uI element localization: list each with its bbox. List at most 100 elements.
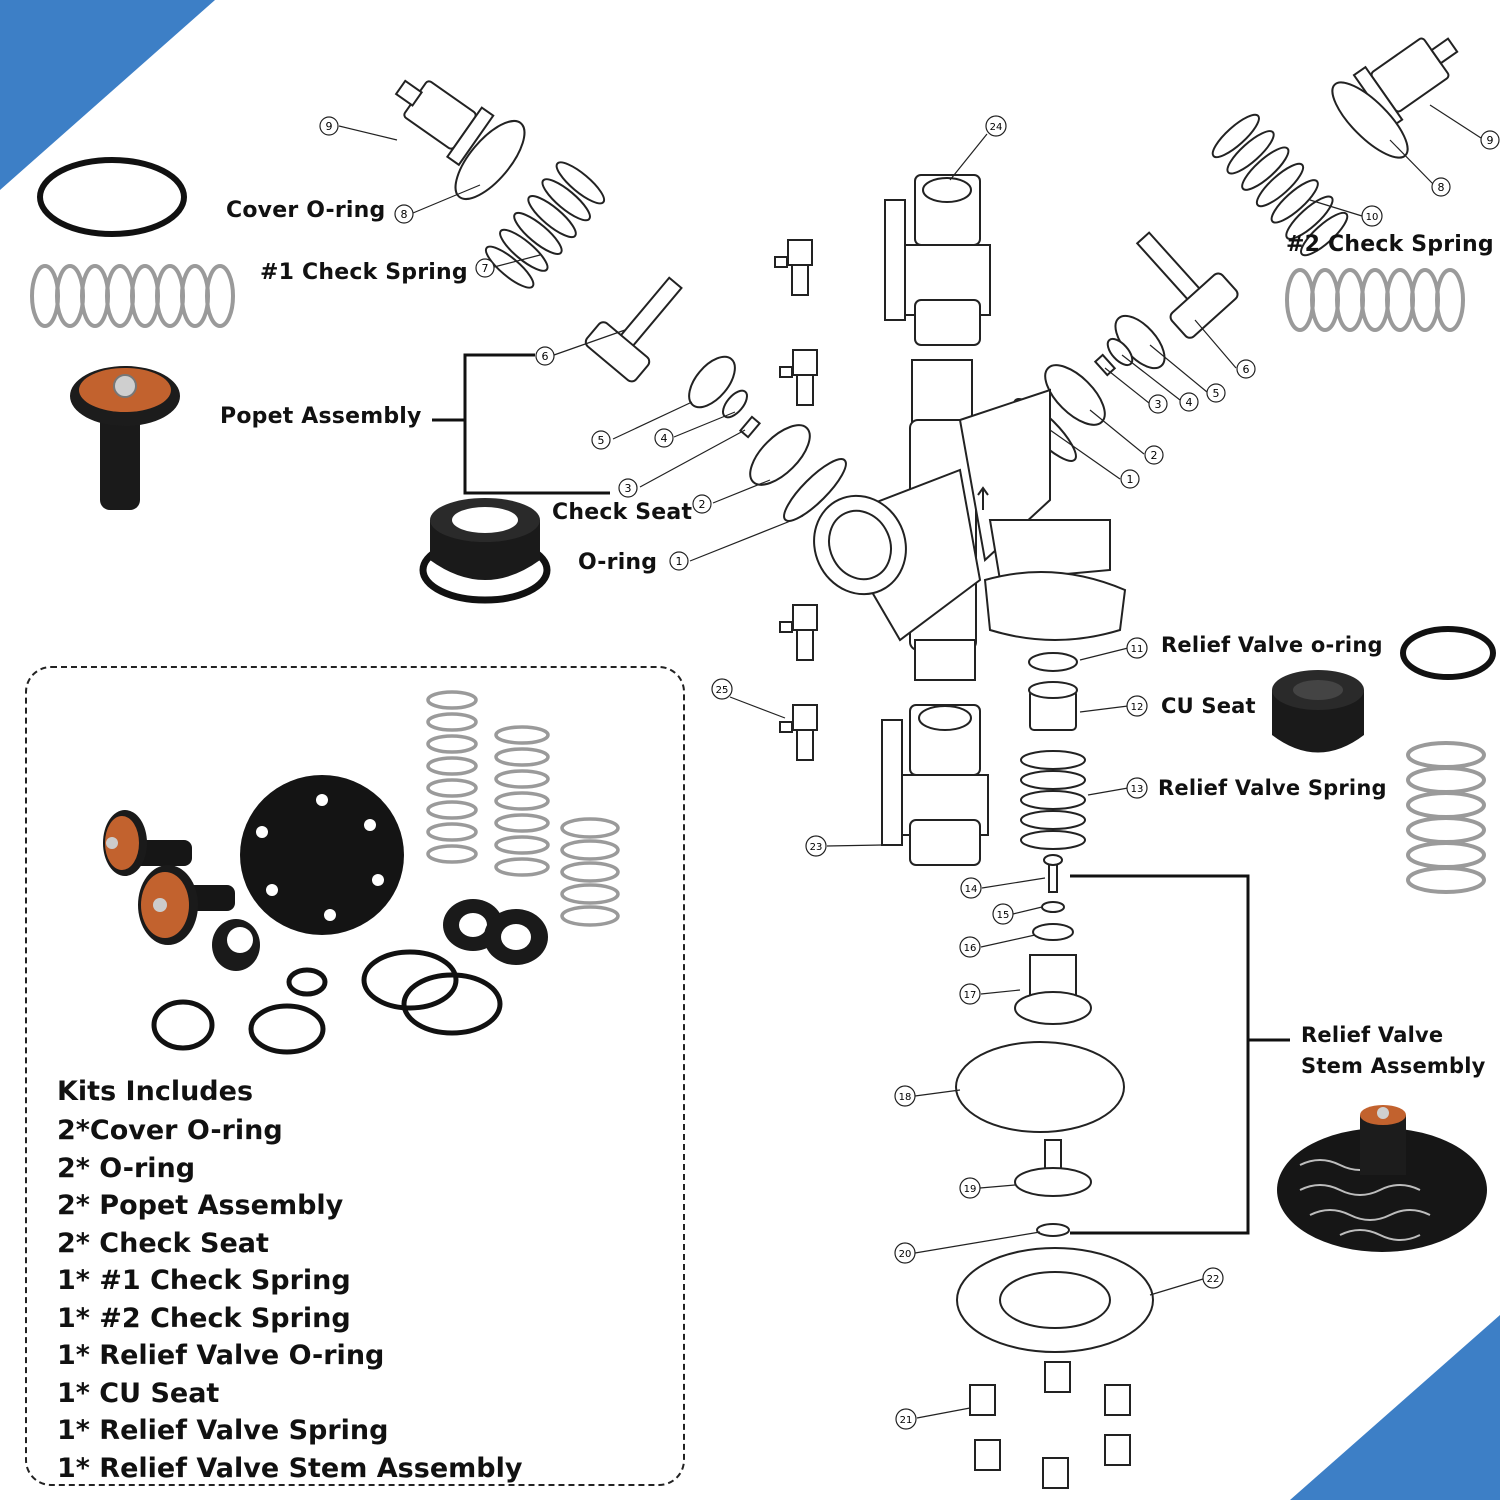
check-spring-1-label: #1 Check Spring (260, 260, 468, 285)
test-cocks (774, 239, 818, 761)
svg-text:17: 17 (964, 990, 977, 1001)
corner-accent-bottom-right (1290, 1315, 1500, 1500)
check-spring-2-label: #2 Check Spring (1286, 232, 1494, 257)
svg-text:24: 24 (990, 122, 1003, 133)
callout-4-right: 4 (1179, 392, 1199, 412)
callout-11: 11 (1126, 637, 1148, 659)
kit-contents-box (25, 666, 685, 1486)
svg-text:5: 5 (1213, 387, 1220, 400)
left-check-assembly (394, 79, 847, 522)
callout-6-left: 6 (535, 346, 555, 366)
popet-assembly-photo (70, 366, 180, 510)
cover-oring-photo (37, 157, 187, 237)
callout-13: 13 (1126, 777, 1148, 799)
callout-17: 17 (959, 983, 981, 1005)
svg-text:2: 2 (1151, 449, 1158, 462)
valve-body (813, 359, 1127, 681)
callout-7: 7 (475, 258, 495, 278)
callout-25: 25 (711, 678, 733, 700)
svg-text:4: 4 (1186, 396, 1193, 409)
svg-text:12: 12 (1131, 702, 1144, 713)
callout-22: 22 (1202, 1267, 1224, 1289)
callout-5-left: 5 (591, 430, 611, 450)
callout-8-right: 8 (1431, 177, 1451, 197)
callout-8-left: 8 (394, 204, 414, 224)
callout-15: 15 (992, 903, 1014, 925)
callout-21: 21 (895, 1408, 917, 1430)
callout-3-left: 3 (618, 478, 638, 498)
oring-label: O-ring (578, 550, 658, 575)
callout-5-right: 5 (1206, 383, 1226, 403)
svg-text:1: 1 (676, 555, 683, 568)
kit-item: 2* O-ring (57, 1152, 196, 1184)
kit-item: 1* Relief Valve O-ring (57, 1340, 385, 1371)
ball-valve-23 (881, 704, 989, 866)
check-spring-2-photo (1285, 268, 1465, 332)
svg-text:18: 18 (899, 1092, 912, 1103)
callout-9-right: 9 (1480, 130, 1500, 150)
svg-text:15: 15 (997, 910, 1010, 921)
svg-text:5: 5 (598, 434, 605, 447)
svg-text:7: 7 (482, 262, 489, 275)
svg-text:23: 23 (810, 842, 823, 853)
kit-item: 2* Check Seat (57, 1227, 269, 1259)
kit-item: 2*Cover O-ring (57, 1115, 283, 1146)
svg-text:9: 9 (326, 120, 333, 133)
leader-lines (338, 104, 1482, 1419)
svg-text:3: 3 (625, 482, 632, 495)
svg-text:9: 9 (1487, 134, 1494, 147)
callout-10: 10 (1361, 205, 1383, 227)
svg-text:8: 8 (1438, 181, 1445, 194)
callout-4-left: 4 (654, 428, 674, 448)
right-check-assembly (1013, 37, 1459, 462)
kit-list: 2*Cover O-ring 2* O-ring 2* Popet Assemb… (57, 1112, 522, 1487)
kit-item: 2* Popet Assembly (57, 1190, 344, 1221)
svg-text:2: 2 (699, 498, 706, 511)
kit-item: 1* #1 Check Spring (57, 1265, 351, 1296)
kit-item: 1* Relief Valve Spring (57, 1415, 389, 1446)
svg-text:11: 11 (1131, 644, 1144, 655)
callout-14: 14 (960, 877, 982, 899)
relief-valve-stem-assembly-photo (1277, 1105, 1487, 1252)
callout-9-left: 9 (319, 116, 339, 136)
callout-1-right: 1 (1120, 469, 1140, 489)
svg-text:14: 14 (965, 884, 978, 895)
callout-20: 20 (894, 1242, 916, 1264)
relief-valve-spring-photo (1406, 741, 1486, 894)
svg-text:4: 4 (661, 432, 668, 445)
callout-16: 16 (959, 936, 981, 958)
relief-valve-stack (955, 652, 1154, 1489)
relief-valve-stem-assembly-label: Relief Valve Stem Assembly (1301, 1023, 1486, 1078)
relief-valve-spring-label: Relief Valve Spring (1158, 776, 1387, 800)
svg-text:22: 22 (1207, 1274, 1220, 1285)
svg-text:21: 21 (900, 1415, 913, 1426)
ball-valve-24 (884, 174, 991, 346)
callout-6-right: 6 (1236, 359, 1256, 379)
check-seat-label: Check Seat (552, 500, 693, 525)
callout-12: 12 (1126, 695, 1148, 717)
callout-24: 24 (985, 115, 1007, 137)
callout-18: 18 (894, 1085, 916, 1107)
popet-bracket (432, 353, 610, 495)
kit-photo (103, 690, 620, 1055)
kit-item: 1* Relief Valve Stem Assembly (57, 1452, 523, 1484)
svg-text:16: 16 (964, 943, 977, 954)
callout-3-right: 3 (1148, 394, 1168, 414)
svg-text:25: 25 (716, 685, 729, 696)
callout-2-left: 2 (692, 494, 712, 514)
kit-item: 1* #2 Check Spring (57, 1302, 351, 1334)
svg-text:10: 10 (1366, 212, 1379, 223)
cover-oring-label: Cover O-ring (226, 198, 386, 223)
relief-valve-oring-label: Relief Valve o-ring (1161, 633, 1383, 657)
cu-seat-label: CU Seat (1161, 694, 1256, 718)
svg-text:19: 19 (964, 1184, 977, 1195)
popet-assembly-label: Popet Assembly (220, 404, 422, 429)
check-spring-1-photo (30, 264, 242, 328)
part-number-callouts: 9 8 7 6 5 4 3 2 1 9 8 10 6 5 4 3 2 1 24 … (319, 115, 1500, 1430)
svg-text:6: 6 (1243, 363, 1250, 376)
svg-text:3: 3 (1155, 398, 1162, 411)
callout-2-right: 2 (1144, 445, 1164, 465)
kit-item: 1* CU Seat (57, 1377, 220, 1409)
svg-text:6: 6 (542, 350, 549, 363)
